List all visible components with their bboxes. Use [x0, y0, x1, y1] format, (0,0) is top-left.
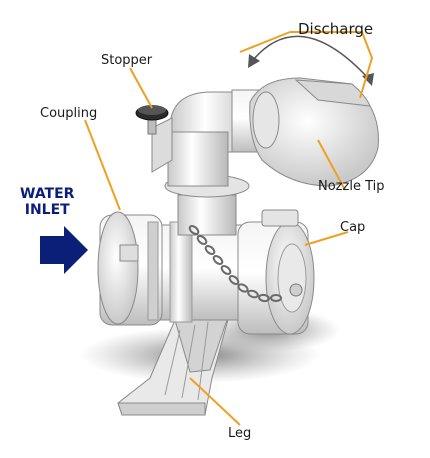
riser-elbow: [151, 89, 261, 236]
leader-line-leg: [189, 377, 241, 426]
leader-line-nozzle-tip: [317, 139, 346, 191]
coupling-label: Coupling: [40, 106, 98, 121]
leader-line-cap: [304, 231, 349, 246]
leader-lines: [84, 31, 374, 426]
discharge-arc: [248, 35, 374, 86]
water-inlet-label: WATER INLET: [20, 186, 74, 218]
nozzle-tip: [249, 77, 379, 187]
water-inlet-label-line1: WATER: [20, 186, 75, 202]
cap-label: Cap: [340, 220, 366, 235]
leg-label: Leg: [228, 426, 252, 441]
chain: [188, 225, 282, 303]
water-inlet-arrow: [40, 226, 88, 274]
coupling: [97, 211, 163, 326]
stopper-label: Stopper: [101, 53, 153, 68]
discharge-label: Discharge: [298, 20, 374, 38]
leader-line-stopper: [129, 67, 153, 109]
leader-line-discharge-left: [239, 31, 291, 53]
nozzle-tip-label: Nozzle Tip: [318, 179, 385, 194]
leader-line-coupling: [84, 119, 121, 211]
leader-line-discharge-right: [290, 31, 374, 99]
cap: [237, 209, 315, 335]
water-inlet-label-line2: INLET: [24, 202, 70, 218]
